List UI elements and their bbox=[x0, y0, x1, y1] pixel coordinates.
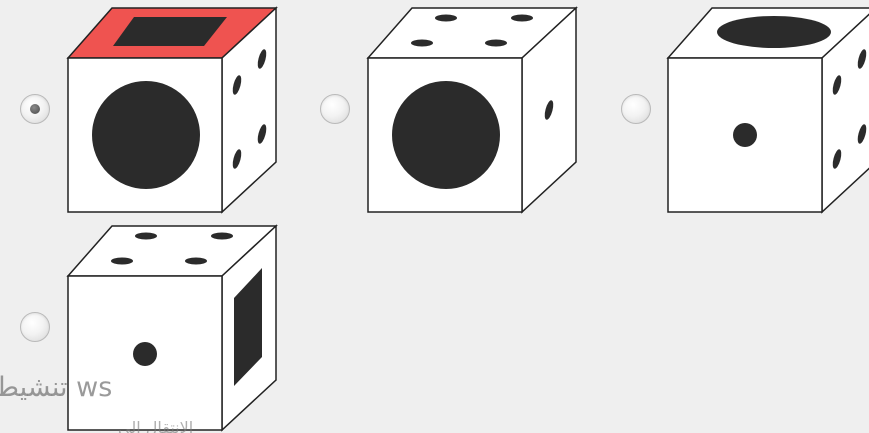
front-big-pip bbox=[92, 81, 200, 189]
front-big-pip bbox=[392, 81, 500, 189]
option-3-cube-image bbox=[664, 2, 869, 222]
front-small-pip bbox=[733, 123, 757, 147]
option-3-radio[interactable] bbox=[621, 94, 651, 124]
option-1-radio[interactable] bbox=[20, 94, 50, 124]
option-1-cube-image bbox=[64, 2, 284, 222]
option-2-cube-image bbox=[364, 2, 584, 222]
activation-watermark: تنشيط ws bbox=[0, 372, 112, 403]
radio-selected-dot bbox=[30, 104, 40, 114]
activation-watermark-subtext: الانتقال إلى bbox=[118, 418, 193, 433]
option-2-radio[interactable] bbox=[320, 94, 350, 124]
option-4-radio[interactable] bbox=[20, 312, 50, 342]
front-small-pip bbox=[133, 342, 157, 366]
top-oval-pip bbox=[717, 16, 831, 48]
